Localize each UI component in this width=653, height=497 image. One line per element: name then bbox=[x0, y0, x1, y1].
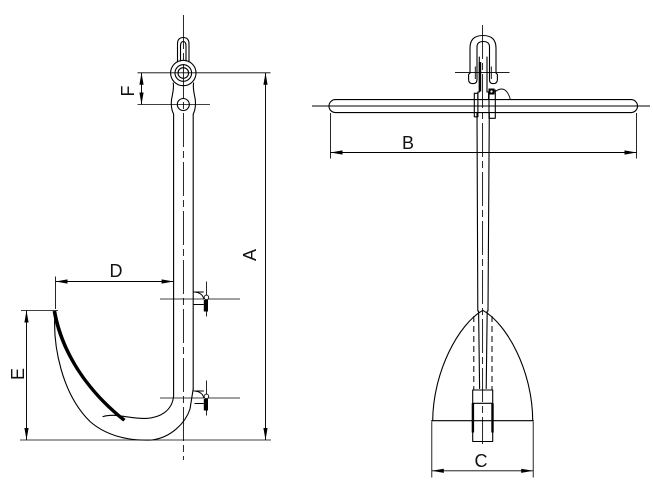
side-shackle-outer bbox=[176, 36, 190, 63]
upper-bolt-end-circle bbox=[203, 294, 210, 301]
dimension-label-e: E bbox=[8, 368, 28, 380]
anchor-front-view bbox=[312, 25, 650, 444]
side-hook-outer-curve bbox=[54, 311, 194, 441]
dimension-label-c: C bbox=[475, 451, 488, 471]
side-lower-bolt bbox=[160, 380, 240, 416]
dimensions: F A D E B C bbox=[8, 72, 637, 478]
lower-bolt-end-circle bbox=[203, 393, 210, 400]
dimension-D: D bbox=[55, 261, 174, 309]
lower-bolt-head-outline bbox=[193, 390, 205, 404]
dimension-F: F bbox=[118, 72, 144, 105]
dimension-C: C bbox=[431, 421, 534, 478]
keeper-ring bbox=[493, 88, 511, 100]
front-shank-right-edge bbox=[487, 112, 490, 312]
dimension-E: E bbox=[8, 310, 58, 440]
side-shank-right-edge bbox=[192, 82, 196, 390]
front-shackle-left-eye bbox=[468, 71, 478, 85]
stock-collar-left bbox=[473, 92, 479, 118]
fluke-shank-taper-left bbox=[478, 310, 481, 390]
keeper-pin-dot bbox=[489, 89, 494, 94]
side-fluke-edge-band bbox=[52, 310, 126, 422]
front-shackle-inner bbox=[476, 40, 491, 73]
front-shackle-right-eye bbox=[488, 71, 498, 85]
fluke-outline bbox=[432, 309, 534, 422]
fluke-shank-taper-right bbox=[485, 310, 488, 390]
dimension-label-a: A bbox=[240, 249, 260, 261]
upper-bolt-head-outline bbox=[193, 291, 205, 305]
front-shank-left-edge bbox=[476, 112, 479, 312]
dimension-A: A bbox=[240, 72, 268, 440]
side-shank-left-edge bbox=[102, 82, 175, 419]
dimension-label-d: D bbox=[110, 261, 123, 281]
dimension-B: B bbox=[330, 113, 637, 159]
dimension-label-f: F bbox=[118, 86, 138, 97]
dimension-label-b: B bbox=[402, 133, 414, 153]
keeper-pin-head bbox=[488, 88, 495, 95]
lower-bolt-shaft bbox=[203, 399, 208, 411]
front-shank-step bbox=[477, 91, 490, 101]
front-shackle-outer bbox=[469, 34, 497, 74]
upper-bolt-shaft bbox=[203, 300, 208, 312]
side-stock-hole bbox=[176, 97, 190, 112]
side-shackle-inner bbox=[179, 40, 187, 62]
side-upper-bolt bbox=[160, 281, 240, 317]
anchor-side-view bbox=[20, 15, 271, 460]
